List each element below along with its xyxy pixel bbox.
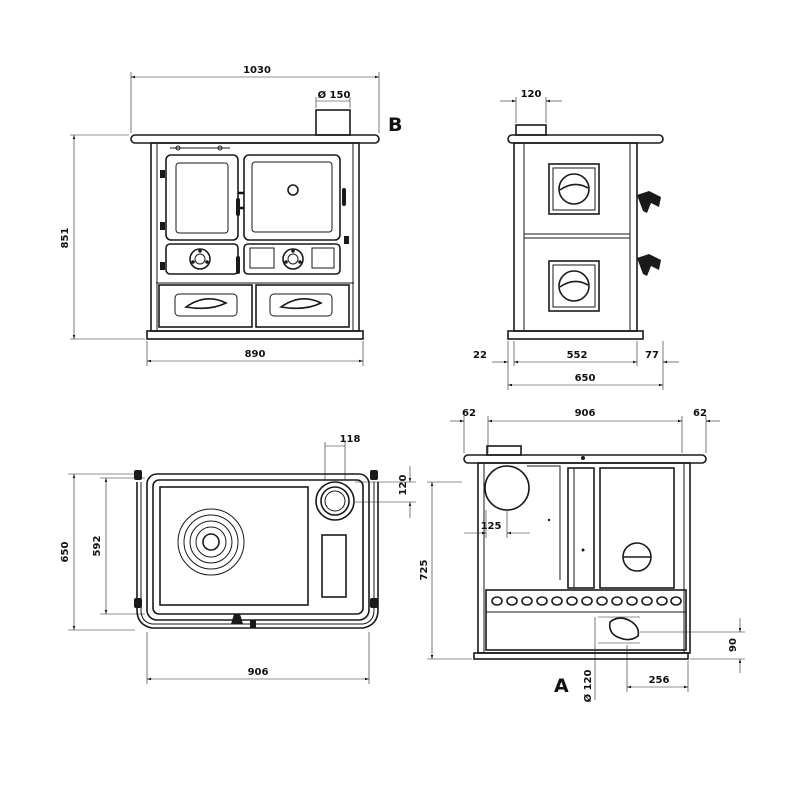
- dim-rear-right-rail: 62: [693, 408, 707, 419]
- side-handle-icon: [637, 191, 661, 213]
- rear-divider: [567, 467, 595, 589]
- front-left-drawer: [158, 284, 253, 328]
- dim-top-inner-depth: 592: [92, 536, 103, 557]
- top-rail: [136, 482, 379, 629]
- side-emblem-icon: [559, 183, 589, 191]
- top-flue-plate: [321, 534, 347, 598]
- side-handle-icon-2: [637, 254, 661, 276]
- dim-top-width: 906: [248, 667, 269, 678]
- rear-oven-box: [599, 467, 675, 589]
- rear-air-inlet-icon: [608, 617, 640, 641]
- side-emblem-icon-2: [559, 280, 589, 288]
- left-door-handle-icon: [236, 198, 240, 216]
- side-top-plate: [507, 134, 664, 144]
- rear-vent-holes-icon: [491, 596, 682, 606]
- side-flue-collar: [515, 124, 547, 136]
- dim-side-body-depth: 552: [567, 350, 588, 361]
- door-knob-icon: [287, 184, 299, 196]
- front-air-vent-icon-2: [282, 248, 304, 270]
- dim-front-flue-diameter: Ø 150: [318, 89, 351, 101]
- rear-plinth: [473, 652, 689, 660]
- dim-rear-height: 725: [419, 560, 430, 581]
- side-plinth: [507, 330, 644, 340]
- front-left-door: [165, 154, 239, 241]
- dim-top-total-depth: 650: [60, 542, 71, 563]
- label-a: A: [554, 675, 569, 697]
- dim-side-left-overhang: 22: [473, 350, 487, 361]
- dim-top-flue-width: 118: [340, 434, 361, 445]
- front-right-door: [243, 154, 341, 241]
- dim-front-height: 851: [60, 228, 71, 249]
- side-body: [513, 142, 638, 332]
- rear-body: [477, 462, 691, 654]
- dim-rear-flue-offset: 125: [481, 521, 502, 532]
- rear-flue-collar: [486, 445, 522, 456]
- front-body: [150, 142, 360, 332]
- dim-front-width-top: 1030: [243, 65, 271, 76]
- drawer-handle-icon: [183, 298, 228, 310]
- rear-flue-icon: [484, 465, 530, 511]
- dim-front-width-bottom: 890: [245, 349, 266, 360]
- rear-lower-panel: [485, 589, 687, 651]
- dim-top-flue-depth: 120: [398, 475, 409, 496]
- front-plinth: [146, 330, 364, 340]
- label-b: B: [388, 114, 402, 136]
- front-air-vent-icon: [189, 248, 211, 270]
- dim-rear-air-inlet-offset: 256: [649, 675, 670, 686]
- top-outline: [146, 473, 370, 621]
- dim-rear-left-rail: 62: [462, 408, 476, 419]
- dim-rear-air-inlet-height: 90: [728, 638, 739, 652]
- front-flue-collar: [315, 109, 351, 136]
- front-top-plate: [130, 134, 380, 144]
- dim-side-right-overhang: 77: [645, 350, 659, 361]
- top-flue-icon: [315, 481, 355, 521]
- front-right-drawer: [255, 284, 350, 328]
- side-view: 120 22 552 77 650: [473, 89, 679, 390]
- dim-rear-width: 906: [575, 408, 596, 419]
- rear-view: 62 906 62 125 725 90 Ø 120 256 A: [419, 408, 745, 702]
- front-view: 1030 Ø 150 851 890 B: [60, 65, 402, 366]
- rear-top-plate: [463, 454, 707, 464]
- dim-side-flue-offset: 120: [521, 89, 542, 100]
- side-panel-bottom: [548, 260, 600, 312]
- hotplate-rings-icon: [177, 508, 245, 576]
- dim-side-total-depth: 650: [575, 373, 596, 384]
- dim-rear-air-inlet-diameter: Ø 120: [582, 670, 594, 703]
- top-view: 118 120 650 592 906: [60, 434, 416, 684]
- side-panel-top: [548, 163, 600, 215]
- top-hotplate: [159, 486, 309, 606]
